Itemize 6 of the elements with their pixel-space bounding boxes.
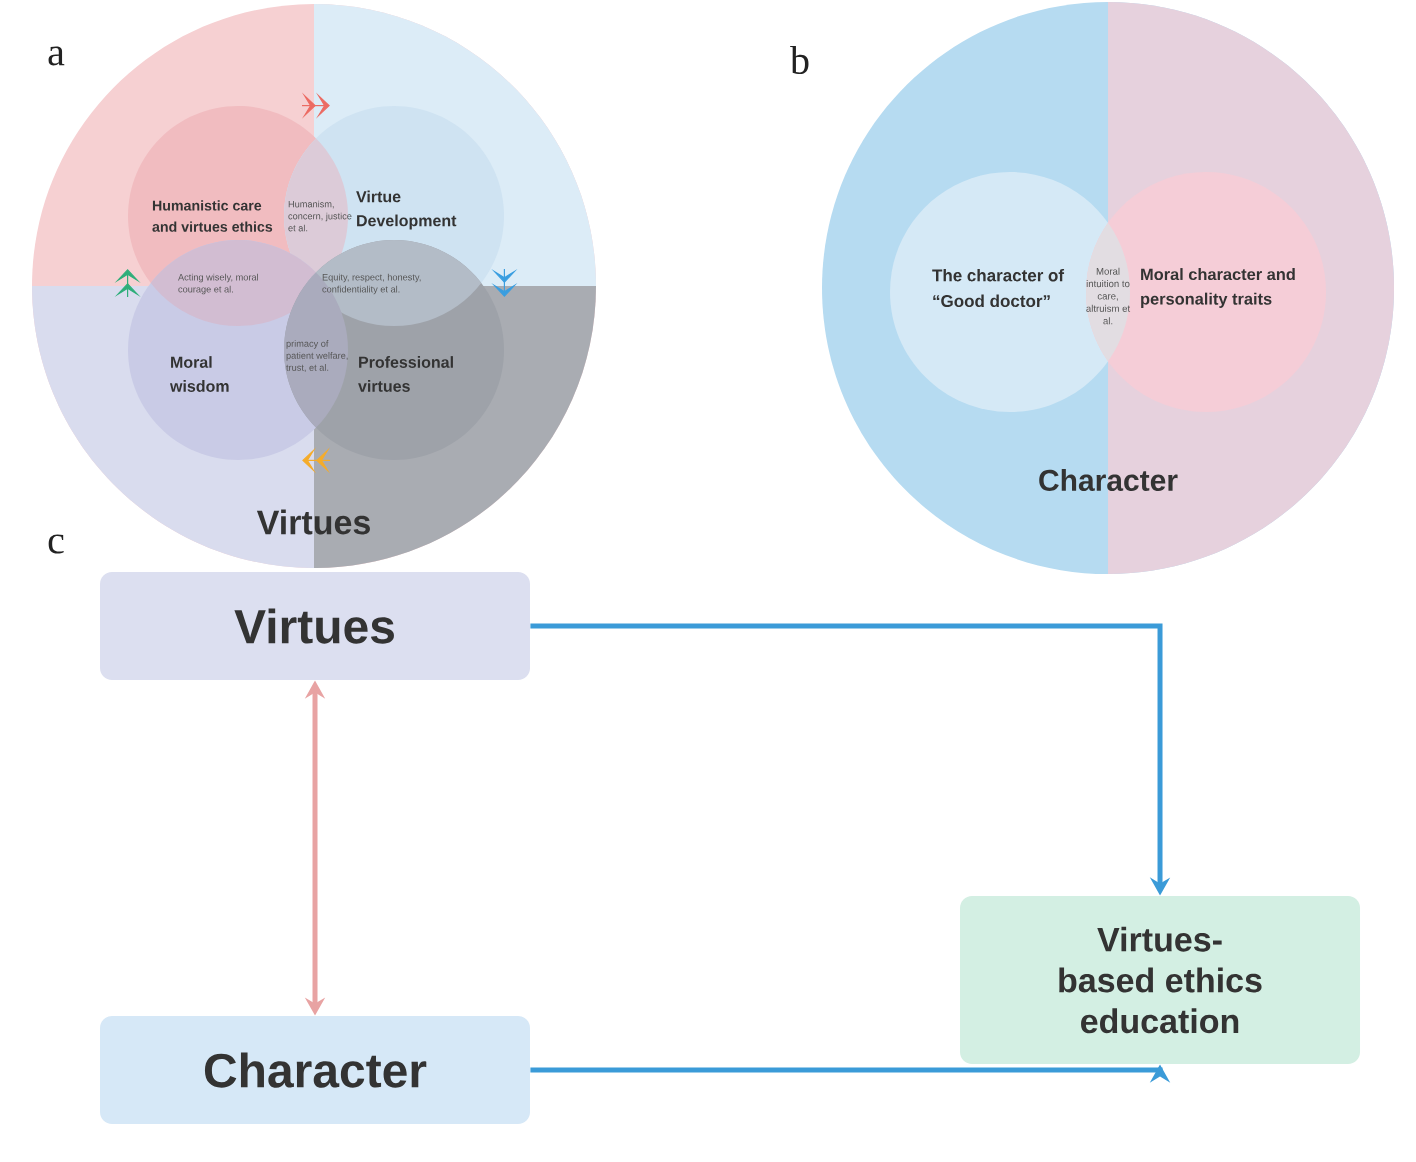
text-box: Virtues-based ethics education <box>960 896 1360 1064</box>
panel-letter: c <box>48 534 64 554</box>
panel-letter: a <box>48 46 65 66</box>
panel-letter: b <box>790 45 809 75</box>
text-box: Virtues <box>100 572 530 680</box>
text-box: Character <box>100 1016 530 1124</box>
